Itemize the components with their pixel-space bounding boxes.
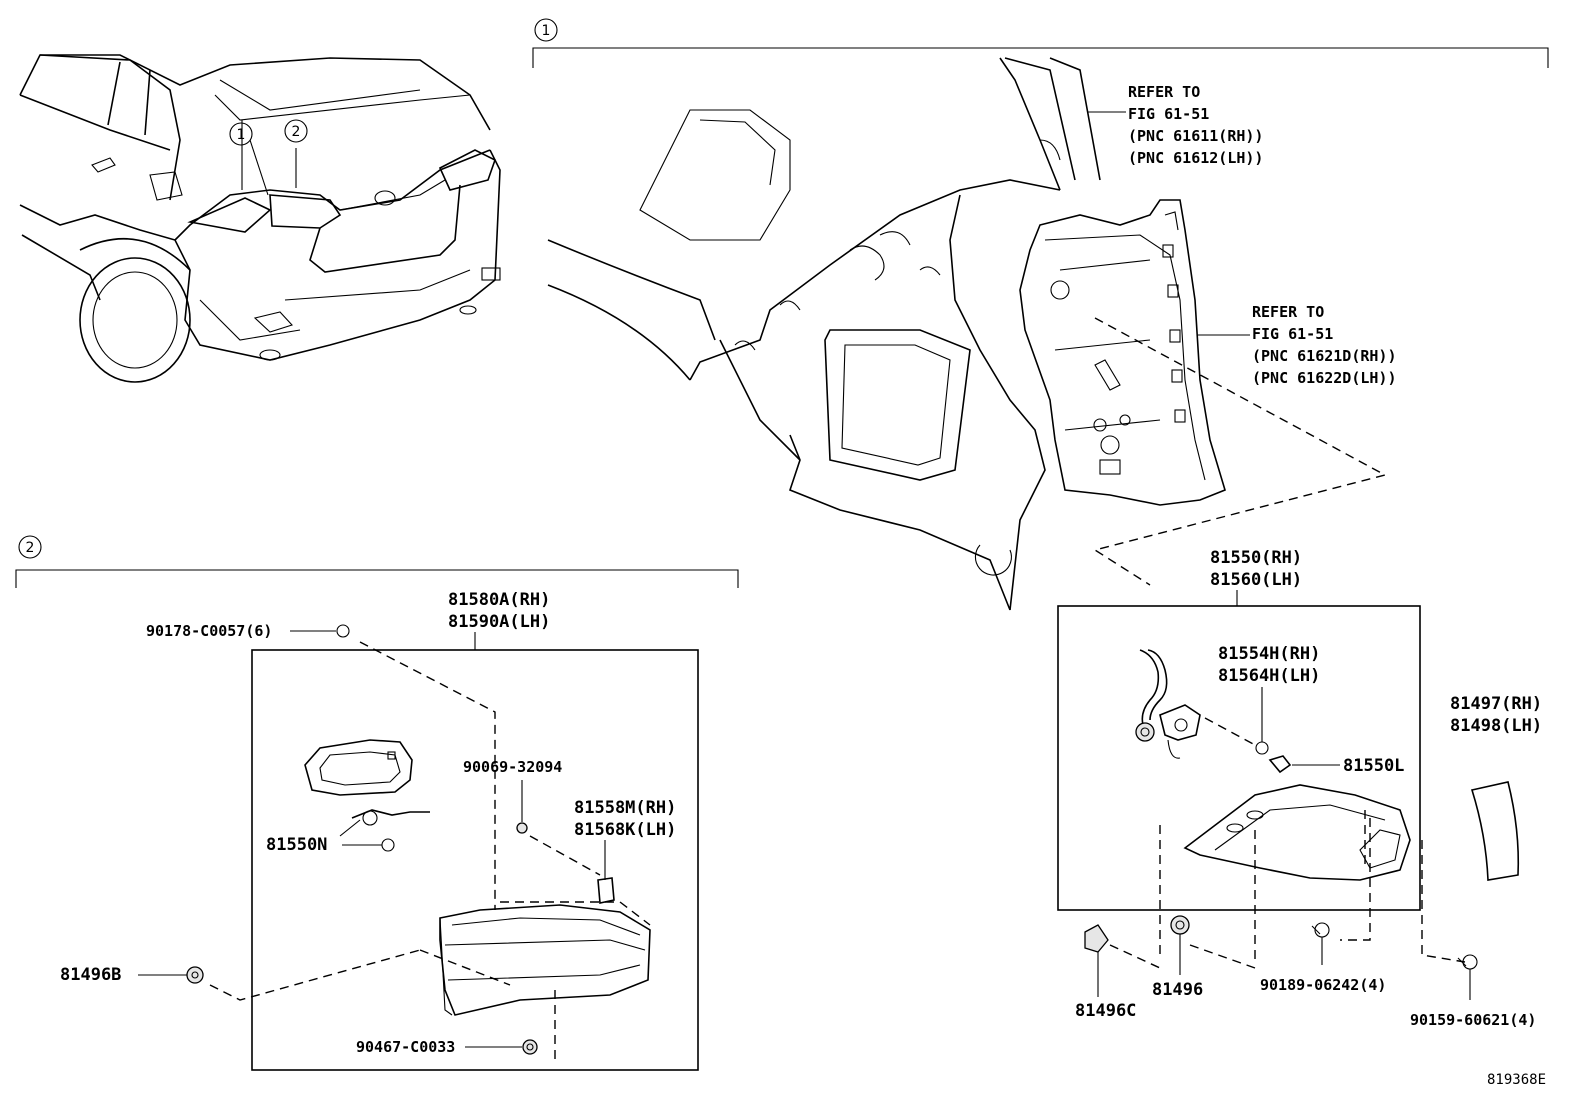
assembly-box-rh: [1057, 605, 1421, 911]
assembly-box-lh: [251, 649, 699, 1071]
ref-2-line-1: REFER TO: [1252, 303, 1324, 321]
ref-1-line-4: (PNC 61612(LH)): [1128, 149, 1263, 167]
ref-2-line-2: FIG 61-51: [1252, 325, 1333, 343]
label-90467: 90467-C0033: [356, 1038, 455, 1056]
section-2-marker: 2: [26, 540, 35, 556]
fasteners-right: 81496C 81496 90189-06242(4) 90159-60621(…: [1075, 818, 1536, 1029]
ref-1-line-2: FIG 61-51: [1128, 105, 1209, 123]
label-81590A: 81590A(LH): [448, 612, 550, 632]
ref-2-line-4: (PNC 61622D(LH)): [1252, 369, 1397, 387]
label-81550L: 81550L: [1343, 756, 1404, 776]
label-81496B: 81496B: [60, 965, 121, 985]
ref-1-line-1: REFER TO: [1128, 83, 1200, 101]
ref-1-line-3: (PNC 61611(RH)): [1128, 127, 1263, 145]
label-81554H: 81554H(RH): [1218, 644, 1320, 664]
label-81496: 81496: [1152, 980, 1203, 1000]
label-81564H: 81564H(LH): [1218, 666, 1320, 686]
label-90178: 90178-C0057(6): [146, 622, 272, 640]
label-90189: 90189-06242(4): [1260, 976, 1386, 994]
label-81550N: 81550N: [266, 835, 327, 855]
label-90069: 90069-32094: [463, 758, 562, 776]
reference-quarter-panel: REFER TO FIG 61-51 (PNC 61611(RH)) (PNC …: [1088, 83, 1263, 167]
label-81560: 81560(LH): [1210, 570, 1302, 590]
back-panel-bracket: [1019, 199, 1226, 506]
section-1-marker: 1: [542, 23, 551, 39]
label-81580A: 81580A(RH): [448, 590, 550, 610]
vehicle-callout-1: 1: [237, 127, 246, 143]
guide-line-assembly: [1093, 317, 1387, 586]
label-81498: 81498(LH): [1450, 716, 1542, 736]
reference-back-panel: REFER TO FIG 61-51 (PNC 61621D(RH)) (PNC…: [1198, 303, 1397, 387]
label-81568K: 81568K(LH): [574, 820, 676, 840]
rear-lamp-lh-group: 81580A(RH) 81590A(LH) 90178-C0057(6) 815…: [60, 590, 699, 1071]
section-1: 1: [532, 18, 1549, 68]
label-90159: 90159-60621(4): [1410, 1011, 1536, 1029]
vehicle-rear-view: 1 2: [19, 54, 501, 383]
vehicle-callout-2: 2: [292, 124, 301, 140]
label-81558M: 81558M(RH): [574, 798, 676, 818]
label-81550: 81550(RH): [1210, 548, 1302, 568]
label-81496C: 81496C: [1075, 1001, 1136, 1021]
quarter-panel-body: [547, 57, 1101, 611]
reflector-part: 81497(RH) 81498(LH): [1450, 694, 1542, 881]
figure-number: 819368E: [1487, 1072, 1546, 1088]
label-81497: 81497(RH): [1450, 694, 1542, 714]
ref-2-line-3: (PNC 61621D(RH)): [1252, 347, 1397, 365]
section-2: 2: [15, 535, 739, 588]
rear-lamp-assembly-group: 81550(RH) 81560(LH) 81554H(RH) 81564H(LH…: [1057, 548, 1421, 911]
